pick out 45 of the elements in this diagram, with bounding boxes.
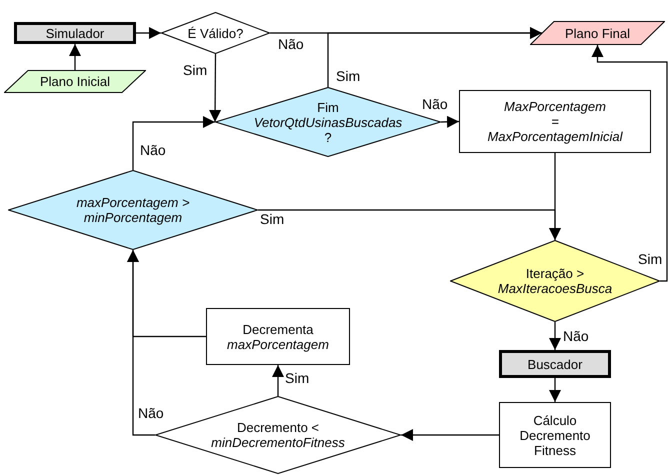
- arrow: [549, 322, 561, 350]
- node-text: Decrementa maxPorcentagem: [227, 322, 329, 352]
- edge-label: Sim: [260, 211, 284, 227]
- arrow: [327, 27, 542, 87]
- output-parallelogram: [530, 21, 665, 45]
- decision-diamond: [161, 12, 270, 54]
- edge-label: Sim: [183, 62, 208, 78]
- node-text: Plano Final: [564, 26, 630, 40]
- node-text: Cálculo Decremento Fitness: [520, 412, 590, 458]
- decision-diamond: [8, 170, 258, 250]
- decision-diamond: [450, 240, 660, 322]
- node-text: Decremento < minDecrementoFitness: [211, 420, 345, 450]
- node-text: É Válido?: [188, 26, 244, 40]
- arrow: [272, 365, 284, 396]
- process-box: [499, 402, 611, 468]
- arrow: [69, 44, 81, 70]
- edge-label: Não: [422, 96, 448, 112]
- arrow: [132, 116, 215, 170]
- arrow: [401, 429, 499, 441]
- edge-label: Não: [278, 36, 304, 52]
- arrow: [549, 378, 561, 402]
- arrow: [209, 54, 222, 122]
- node-text: Plano Inicial: [40, 74, 110, 89]
- edge-label: Não: [140, 142, 166, 158]
- module-box: [499, 350, 611, 378]
- node-text: Fim VetorQtdUsinasBuscadas ?: [254, 100, 402, 144]
- node-text: MaxPorcentagem = MaxPorcentagemInicial: [487, 99, 623, 144]
- edge-label: Sim: [638, 251, 662, 267]
- node-text: maxPorcentagem > minPorcentagem: [76, 195, 190, 225]
- process-box: [206, 308, 350, 365]
- arrow: [127, 250, 206, 338]
- arrow: [440, 116, 460, 128]
- node-text: Buscador: [528, 356, 582, 372]
- input-parallelogram: [4, 70, 146, 93]
- module-box: [14, 22, 136, 44]
- arrow: [258, 209, 561, 240]
- arrow: [592, 45, 668, 282]
- edge-label: Não: [563, 328, 589, 344]
- arrow: [136, 27, 161, 39]
- node-text: Iteração > MaxIteracoesBusca: [498, 266, 612, 296]
- node-text: Simulador: [46, 26, 104, 40]
- edge-label: Sim: [285, 370, 310, 386]
- edge-label: Não: [138, 405, 164, 421]
- process-box: [459, 90, 651, 153]
- edge-label: Sim: [336, 68, 360, 84]
